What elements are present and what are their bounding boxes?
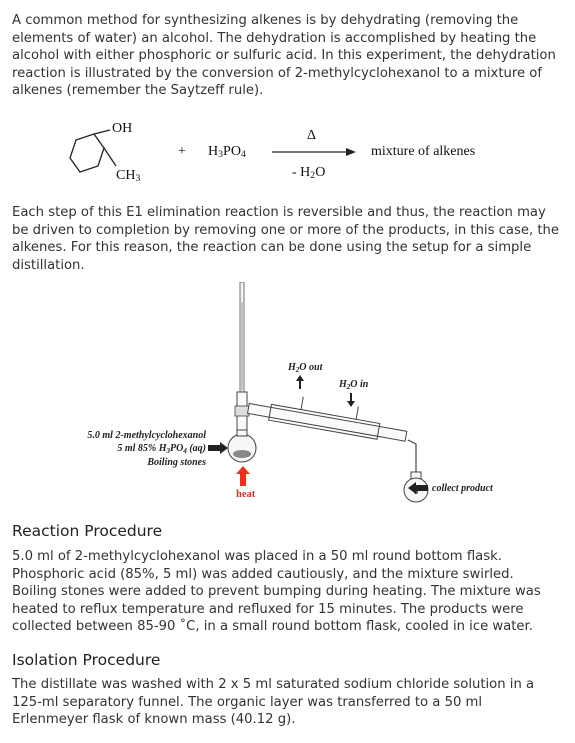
heat-label: heat bbox=[236, 489, 256, 500]
flask-contents-label: 5.0 ml 2-methylcyclohexanol 5 ml 85% H3P… bbox=[59, 430, 206, 468]
phosphoric-acid-label: H3PO4 bbox=[208, 144, 246, 160]
ch3-label: CH3 bbox=[116, 168, 141, 184]
cyclohexane-structure bbox=[69, 129, 117, 173]
reaction-procedure-heading: Reaction Procedure bbox=[12, 522, 163, 540]
isolation-procedure-heading: Isolation Procedure bbox=[12, 651, 161, 669]
plus-sign: + bbox=[178, 144, 186, 159]
water-out-label: H2O out bbox=[288, 362, 323, 374]
reaction-arrow bbox=[272, 148, 356, 156]
flask-contents-line2: 5 ml 85% H3PO4 (aq) bbox=[117, 443, 206, 455]
flask-pointer-arrow-icon bbox=[208, 442, 228, 454]
product-label: mixture of alkenes bbox=[371, 144, 476, 159]
reaction-procedure-paragraph: 5.0 ml of 2-methylcyclohexanol was place… bbox=[12, 549, 541, 634]
second-paragraph: Each step of this E1 elimination reactio… bbox=[12, 205, 560, 273]
apparatus-drawing bbox=[227, 282, 429, 503]
intro-paragraph: A common method for synthesizing alkenes… bbox=[12, 13, 556, 98]
oh-label: OH bbox=[112, 121, 133, 136]
isolation-procedure-paragraph: The distillate was washed with 2 x 5 ml … bbox=[12, 677, 535, 727]
water-in-label: H2O in bbox=[339, 379, 369, 391]
minus-water-label: - H2O bbox=[292, 165, 326, 181]
water-in-arrow-icon bbox=[347, 393, 355, 407]
flask-contents-line1: 5.0 ml 2-methylcyclohexanol bbox=[87, 430, 206, 441]
heat-arrow-icon bbox=[236, 466, 250, 486]
water-out-arrow-icon bbox=[296, 375, 304, 389]
flask-contents-line3: Boiling stones bbox=[147, 457, 206, 468]
collect-product-label: collect product bbox=[432, 483, 493, 494]
heat-symbol: Δ bbox=[307, 128, 317, 143]
collect-pointer-arrow-icon bbox=[408, 482, 428, 494]
